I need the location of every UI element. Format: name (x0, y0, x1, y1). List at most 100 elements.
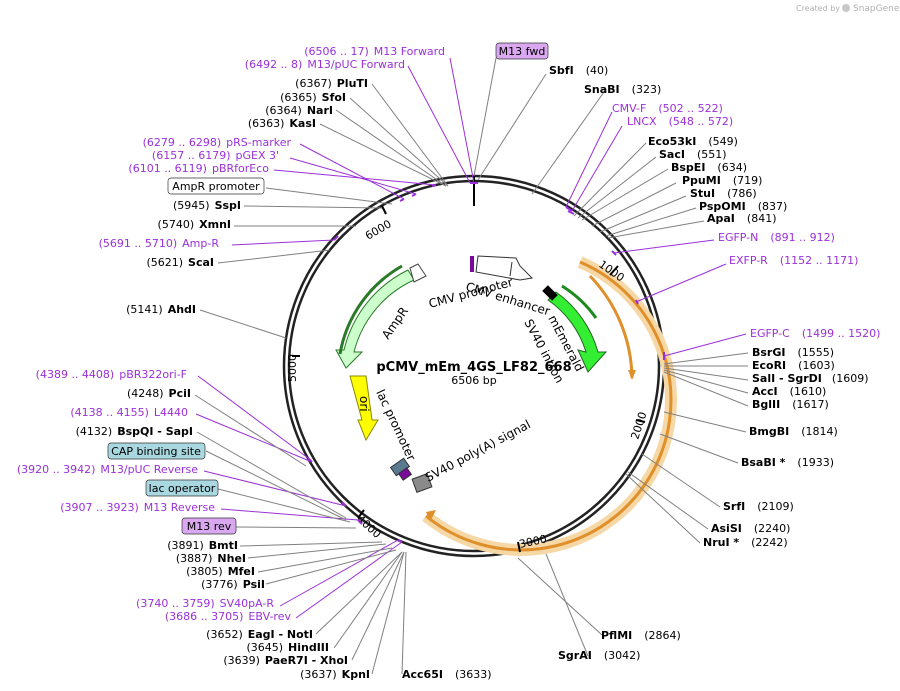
right-label-22: AsiSI(2240) (711, 522, 790, 535)
left-label-14: (4389 .. 4408)pBR322ori-F (36, 368, 187, 381)
left-label-28: (3639)PaeR7I - XhoI (223, 654, 348, 667)
left-label-25: (3686 .. 3705)EBV-rev (165, 610, 292, 623)
right-label-16: SalI - SgrDI(1609) (752, 372, 868, 385)
label-lac-promoter: lac promoter (373, 387, 418, 463)
left-label-12: (5621)ScaI (146, 256, 214, 269)
left-label-24: (3740 .. 3759)SV40pA-R (136, 597, 274, 610)
label-sv40-polya: SV40 poly(A) signal (423, 417, 533, 484)
right-label-group: SbfI(40) SnaBI(323) CMV-F(502 .. 522) LN… (402, 64, 880, 681)
tick-6000-mark (381, 205, 387, 215)
label-ori: ori (357, 396, 371, 412)
right-label-2: CMV-F(502 .. 522) (612, 102, 723, 115)
label-ampr: AmpR (379, 304, 411, 341)
left-label-7: (6157 .. 6179)pGEX 3' (152, 149, 279, 162)
left-label-0: (6506 .. 17)M13 Forward (304, 45, 445, 58)
plasmid-length: 6506 bp (451, 374, 496, 387)
left-label-27: (3645)HindIII (246, 641, 329, 654)
orange-inner-arrowhead (628, 370, 636, 380)
left-label-8: (6101 .. 6119)pBRforEco (128, 162, 269, 175)
m13-fwd-label: M13 fwd (499, 45, 546, 58)
right-label-18: BglII(1617) (752, 398, 829, 411)
ampr-outer-arc (338, 264, 403, 355)
m13-rev-label: M13 rev (187, 520, 232, 533)
right-label-0: SbfI(40) (549, 64, 608, 77)
ampr-promoter-box (167, 177, 265, 195)
right-label-15: EcoRI(1603) (752, 359, 835, 372)
memerald-outer-arc (561, 284, 598, 319)
right-label-4: Eco53kI(549) (648, 135, 738, 148)
watermark-brand: SnapGene (853, 4, 900, 14)
left-label-22: (3805)MfeI (186, 565, 255, 578)
tick-3000-mark (517, 541, 521, 553)
cap-binding-site-label-box (107, 442, 206, 460)
right-label-5: SacI(551) (659, 148, 727, 161)
ori-arrow (349, 375, 379, 442)
watermark-created-by: Created by (796, 4, 840, 13)
right-label-21: SrfI(2109) (723, 500, 794, 513)
cmv-promoter-arrow (475, 255, 534, 281)
sv40-polya-box (411, 473, 433, 493)
memerald-arrow (547, 291, 608, 373)
left-label-17: (4132)BspQI - SapI (76, 425, 193, 438)
right-label-13: EGFP-C(1499 .. 1520) (750, 327, 880, 340)
left-label-1: (6492 .. 8)M13/pUC Forward (245, 58, 405, 71)
right-label-23: NruI *(2242) (703, 536, 788, 549)
tick-2000-mark (635, 419, 646, 423)
snapgene-logo-icon (842, 4, 850, 12)
lac-operator-label-box (145, 479, 219, 497)
right-label-26: Acc65I(3633) (402, 668, 492, 681)
left-label-15: (4248)PciI (127, 387, 191, 400)
left-label-group: (6506 .. 17)M13 Forward (6492 .. 8)M13/p… (17, 45, 445, 681)
ampr-promoter-label: AmpR promoter (172, 180, 260, 193)
cmv-divider (509, 261, 513, 277)
right-label-24: PflMI(2864) (601, 629, 681, 642)
left-primer-connectors (195, 57, 475, 619)
left-label-11: (5691 .. 5710)Amp-R (99, 237, 220, 250)
left-label-19: (3907 .. 3923)M13 Reverse (60, 501, 215, 514)
left-label-16: (4138 .. 4155)L4440 (70, 406, 188, 419)
left-label-4: (6364)NarI (265, 104, 333, 117)
right-label-25: SgrAI(3042) (558, 649, 640, 662)
left-label-3: (6365)SfoI (280, 91, 346, 104)
cap-binding-site-label: CAP binding site (111, 445, 201, 458)
right-label-9: PspOMI(837) (699, 200, 787, 213)
right-label-10: ApaI(841) (707, 212, 777, 225)
left-label-18: (3920 .. 3942)M13/pUC Reverse (17, 463, 198, 476)
right-label-7: PpuMI(719) (682, 174, 762, 187)
left-label-26: (3652)EagI - NotI (206, 628, 313, 641)
lac-operator-label: lac operator (149, 482, 216, 495)
left-label-29: (3637)KpnI (300, 668, 370, 681)
left-label-23: (3776)PsiI (201, 578, 265, 591)
right-label-1: SnaBI(323) (584, 83, 661, 96)
right-label-12: EXFP-R(1152 .. 1171) (729, 254, 858, 267)
right-primer-connectors (565, 111, 747, 357)
ampr-promoter-arrow (409, 263, 427, 283)
orange-overlay-arc (425, 260, 673, 552)
m13-fwd-box (495, 42, 549, 60)
left-label-20: (3891)BmtI (167, 539, 238, 552)
right-site-connectors (473, 57, 749, 657)
right-label-6: BspEI(634) (671, 161, 747, 174)
m13-rev-box (181, 517, 237, 535)
plasmid-name: pCMV_mEm_4GS_LF82_668 (376, 360, 571, 375)
right-label-3: LNCX(548 .. 572) (627, 115, 733, 128)
left-site-connectors (194, 83, 449, 675)
left-label-9: (5945)SspI (173, 199, 241, 212)
orange-inner-arc (588, 274, 634, 379)
left-label-13: (5141)AhdI (126, 303, 196, 316)
orange-arrowhead (426, 510, 436, 522)
tick-6000: 6000 (363, 217, 394, 242)
tick-5000: 5000 (286, 354, 299, 382)
tick-4000: 4000 (354, 513, 384, 541)
left-label-21: (3887)NheI (176, 552, 246, 565)
right-label-11: EGFP-N(891 .. 912) (718, 231, 835, 244)
left-label-5: (6363)KasI (248, 117, 316, 130)
right-label-8: StuI(786) (690, 187, 757, 200)
left-label-10: (5740)XmnI (158, 218, 231, 231)
ampr-arrow (335, 269, 415, 369)
intron-marker-icon (542, 285, 558, 301)
left-label-2: (6367)PluTI (295, 77, 368, 90)
tick-1000-mark (609, 265, 619, 276)
left-label-6: (6279 .. 6298)pRS-marker (143, 136, 292, 149)
right-label-14: BsrGI(1555) (752, 346, 834, 359)
